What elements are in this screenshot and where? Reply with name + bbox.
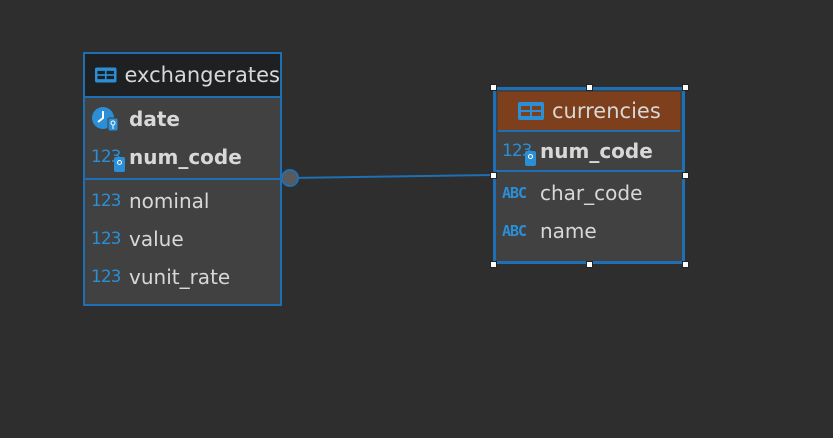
table-icon [95,67,117,83]
entity-currencies[interactable]: currencies 123 num_code ABC char_code AB… [493,87,685,264]
column-name: date [129,107,180,131]
entity-exchangerates[interactable]: exchangerates date 123 num_code [83,52,282,306]
column-row-char-code[interactable]: ABC char_code [496,174,682,212]
numeric-icon: 123 [91,191,121,211]
resize-handle-se[interactable] [682,261,689,268]
column-row-value[interactable]: 123 value [85,220,280,258]
column-name: vunit_rate [129,265,231,289]
attribute-columns: 123 nominal 123 value 123 vunit_rate [85,180,280,298]
date-key-icon [91,106,125,132]
resize-handle-nw[interactable] [490,84,497,91]
column-row-num-code[interactable]: 123 num_code [85,138,280,176]
key-columns: 123 num_code [496,132,682,172]
resize-handle-e[interactable] [682,172,689,179]
column-name: name [540,219,597,243]
column-row-num-code[interactable]: 123 num_code [496,132,682,170]
numeric-icon: 123 [91,229,121,249]
numeric-key-icon: 123 [91,144,125,172]
resize-handle-s[interactable] [586,261,593,268]
table-icon [518,102,544,120]
relationship-endpoint-dot [281,169,299,187]
column-name: nominal [129,189,210,213]
resize-handle-n[interactable] [586,84,593,91]
resize-handle-w[interactable] [490,172,497,179]
string-icon: ABC [502,184,527,202]
column-name: num_code [129,145,242,169]
entity-header[interactable]: exchangerates [85,54,280,98]
key-icon [114,157,125,172]
entity-title: exchangerates [124,63,281,87]
entity-header[interactable]: currencies [498,92,680,132]
entity-title: currencies [552,99,661,123]
column-name: char_code [540,181,643,205]
column-row-name[interactable]: ABC name [496,212,682,250]
column-row-date[interactable]: date [85,100,280,138]
key-icon [525,151,536,166]
string-icon: ABC [502,222,527,240]
key-columns: date 123 num_code [85,98,280,180]
column-name: num_code [540,139,653,163]
column-row-nominal[interactable]: 123 nominal [85,182,280,220]
column-name: value [129,227,184,251]
numeric-key-icon: 123 [502,138,536,166]
column-row-vunit-rate[interactable]: 123 vunit_rate [85,258,280,296]
resize-handle-sw[interactable] [490,261,497,268]
attribute-columns: ABC char_code ABC name [496,172,682,252]
resize-handle-ne[interactable] [682,84,689,91]
numeric-icon: 123 [91,267,121,287]
